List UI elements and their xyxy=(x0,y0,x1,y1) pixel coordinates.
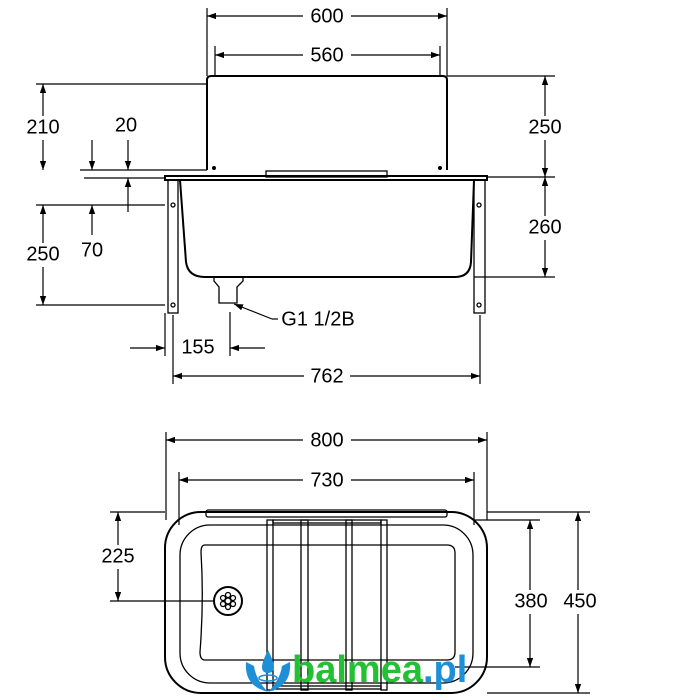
sink-inner-rim xyxy=(179,524,474,684)
screw-dot xyxy=(212,166,216,170)
dim-label-560: 560 xyxy=(310,44,343,66)
drain-leader xyxy=(233,303,273,320)
bracket-left xyxy=(167,179,179,314)
backplate xyxy=(206,75,448,170)
dim-label-210: 210 xyxy=(26,116,59,138)
logo-text: balmea.pl xyxy=(292,649,467,691)
rim xyxy=(164,175,488,181)
front-view: 600 560 210 20 70 250 250 260 G1 1/2B 15… xyxy=(22,4,566,388)
dim-label-260: 260 xyxy=(528,216,561,238)
dim-label-155: 155 xyxy=(181,336,214,358)
grate-bar xyxy=(300,519,309,691)
dim-label-250-right: 250 xyxy=(528,116,561,138)
dim-label-762: 762 xyxy=(310,365,343,387)
basin xyxy=(179,179,475,278)
bolt-hole xyxy=(170,302,176,308)
extension-lines xyxy=(36,8,555,384)
basin-floor xyxy=(199,544,456,661)
dim-label-450: 450 xyxy=(563,590,596,612)
top-view: 800 730 225 380 450 xyxy=(96,428,600,694)
bolt-hole xyxy=(170,202,176,208)
sink-outer xyxy=(164,511,488,694)
dim-label-600: 600 xyxy=(310,5,343,27)
drain-thread-label: G1 1/2B xyxy=(281,308,354,330)
backsplash-strip xyxy=(205,509,448,518)
balmea-logo: balmea.pl xyxy=(245,649,467,692)
dim-label-730: 730 xyxy=(310,469,343,491)
dim-label-20: 20 xyxy=(115,114,137,136)
drain-icon xyxy=(213,586,243,616)
water-drop-hands-icon xyxy=(245,650,291,692)
bolt-hole xyxy=(476,202,482,208)
dim-label-70: 70 xyxy=(81,239,103,261)
drain-outlet xyxy=(213,277,244,304)
screw-dot xyxy=(438,166,442,170)
grate-bar xyxy=(345,519,353,691)
bolt-hole xyxy=(476,302,482,308)
bracket-right xyxy=(473,179,486,314)
dim-label-380: 380 xyxy=(514,590,547,612)
dim-label-250-left: 250 xyxy=(26,243,59,265)
dim-label-225: 225 xyxy=(101,545,134,567)
grate-bar xyxy=(380,519,388,691)
dim-label-800: 800 xyxy=(310,429,343,451)
